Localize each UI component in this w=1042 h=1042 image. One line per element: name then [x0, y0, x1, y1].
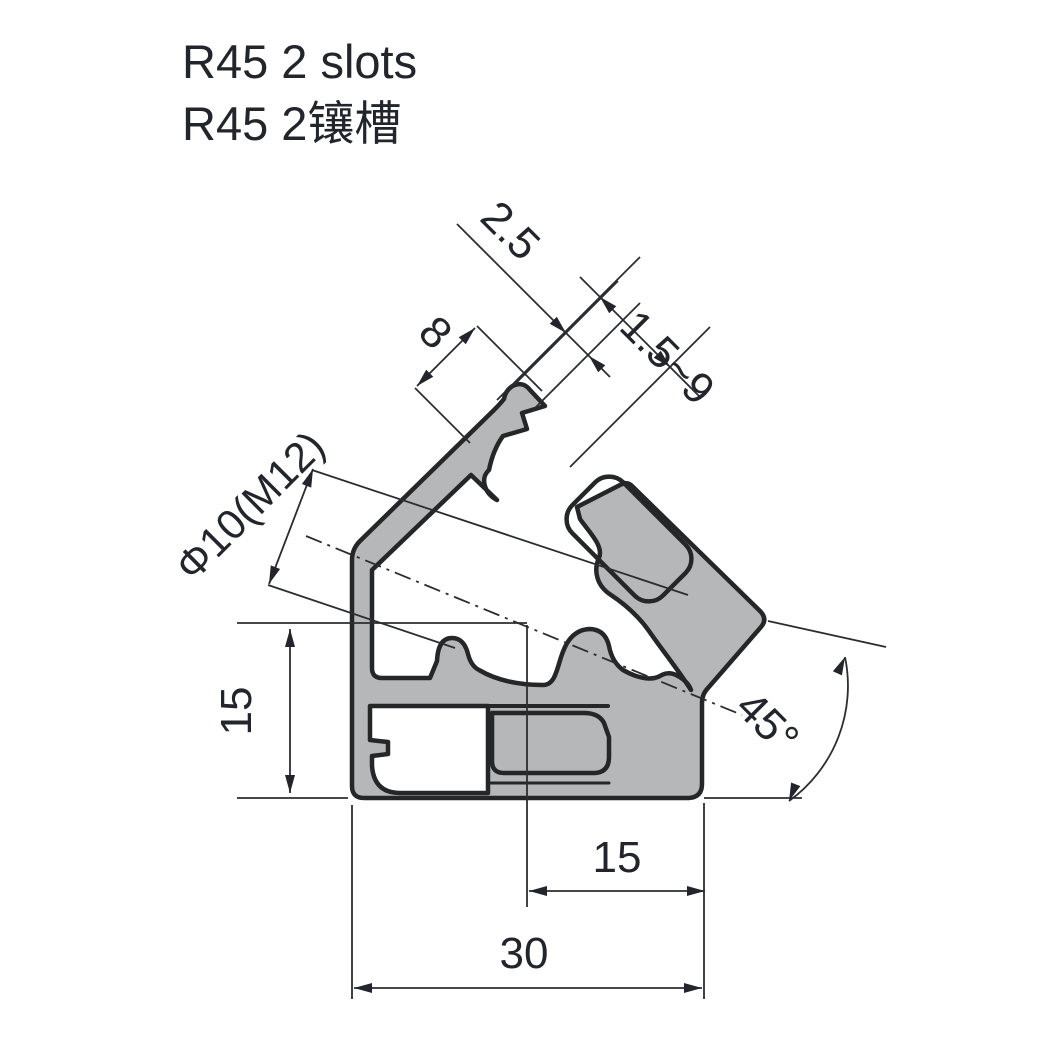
ext-line	[456, 223, 611, 378]
angle-arc	[788, 656, 849, 802]
ext-line	[414, 387, 471, 444]
profile-cross-section	[349, 381, 767, 801]
dimension-arrowheads	[269, 297, 845, 993]
ext-line	[268, 468, 314, 585]
profile-outer-outline	[349, 381, 767, 801]
ext-line	[311, 469, 689, 596]
arrowhead	[417, 369, 434, 386]
bottom-left-cavity	[367, 703, 491, 796]
drawing-title: R45 2 slots R45 2镶槽	[182, 35, 417, 150]
ext-line	[476, 325, 543, 392]
dim-height-left-label: 15	[212, 687, 261, 736]
arrowhead	[549, 316, 566, 333]
arrowhead	[684, 983, 702, 993]
dim-bore-label: Φ10(M12)	[166, 422, 334, 590]
arrowhead	[589, 356, 606, 373]
title-line-en: R45 2 slots	[182, 35, 417, 88]
arrowhead	[687, 886, 705, 896]
dim-slot-offset-label: 15	[593, 833, 642, 882]
bottom-slot-cavity	[489, 710, 612, 776]
dim-slot-opening-label: 8	[409, 307, 461, 359]
ext-line	[267, 584, 456, 649]
ext-line	[569, 326, 711, 468]
arm-slot-cavity	[564, 474, 694, 604]
arrowhead	[285, 629, 295, 647]
title-line-zh: R45 2镶槽	[182, 97, 401, 150]
arrowhead	[285, 775, 295, 793]
ext-line	[496, 256, 641, 401]
arrowhead	[301, 469, 313, 488]
extension-lines	[237, 223, 887, 999]
dim-lip-label: 2.5	[471, 192, 549, 270]
dim-panel-range-label: 1.5~9	[611, 301, 724, 414]
bore-centerline	[305, 535, 743, 716]
arrowhead	[529, 886, 547, 896]
arrowhead	[653, 350, 670, 367]
arrowhead	[789, 782, 801, 801]
arrowhead	[832, 657, 845, 676]
arrowhead	[600, 297, 617, 314]
dim-angle-label: 45°	[726, 682, 808, 764]
arrowhead	[269, 565, 281, 584]
arrowhead	[458, 328, 475, 345]
arrowhead	[354, 983, 372, 993]
dim-base-width-label: 30	[500, 929, 549, 978]
ext-line	[767, 620, 887, 648]
